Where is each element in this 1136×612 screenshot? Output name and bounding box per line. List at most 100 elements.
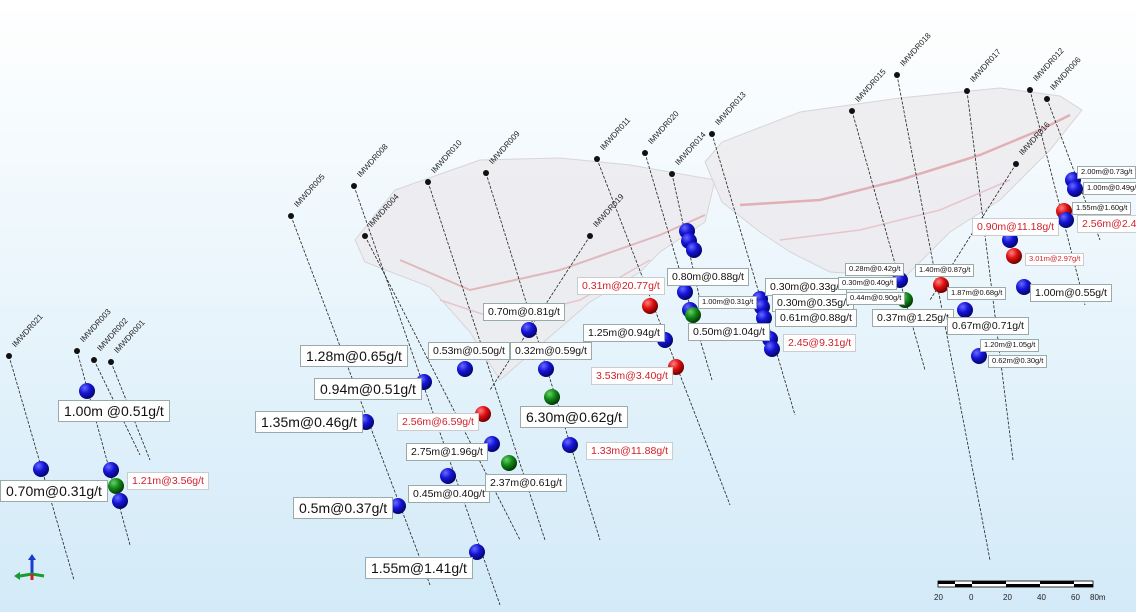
low-grade-intercept-sphere[interactable] [971, 348, 987, 364]
scale-bar [937, 580, 1094, 588]
drillhole-trace[interactable] [966, 90, 1014, 461]
intercept-label: 0.50m@1.04g/t [688, 323, 770, 342]
low-grade-intercept-sphere[interactable] [538, 361, 554, 377]
low-grade-intercept-sphere[interactable] [390, 498, 406, 514]
intercept-label: 1.25m@0.94g/t [583, 324, 665, 343]
low-grade-intercept-sphere[interactable] [469, 544, 485, 560]
drillhole-collar[interactable] [642, 150, 648, 156]
low-grade-intercept-sphere[interactable] [1067, 181, 1083, 197]
intercept-label: 0.5m@0.37g/t [293, 497, 394, 520]
high-grade-intercept-sphere[interactable] [933, 277, 949, 293]
drillhole-collar[interactable] [425, 179, 431, 185]
drillhole-trace[interactable] [76, 350, 131, 546]
drillhole-trace[interactable] [8, 355, 75, 581]
scale-tick-label: 60 [1071, 593, 1080, 602]
drillhole-trace[interactable] [93, 359, 141, 456]
low-grade-intercept-sphere[interactable] [440, 468, 456, 484]
drillhole-collar[interactable] [1044, 96, 1050, 102]
drillhole-collar[interactable] [1027, 87, 1033, 93]
drillhole-collar[interactable] [91, 357, 97, 363]
low-grade-intercept-sphere[interactable] [33, 461, 49, 477]
drillhole-collar[interactable] [362, 233, 368, 239]
intercept-label: 0.70m@0.31g/t [0, 480, 108, 503]
drillhole-trace[interactable] [644, 152, 713, 381]
low-grade-intercept-sphere[interactable] [457, 361, 473, 377]
intercept-label: 2.75m@1.96g/t [406, 443, 488, 462]
intercept-label: 1.20m@1.05g/t [980, 339, 1040, 352]
low-grade-intercept-sphere[interactable] [103, 462, 119, 478]
intercept-label: 0.90m@11.18g/t [972, 218, 1060, 237]
intercept-label: 0.44m@0.90g/t [846, 292, 906, 305]
intercept-label: 0.67m@0.71g/t [947, 317, 1029, 336]
drillhole-collar[interactable] [894, 72, 900, 78]
drillhole-trace[interactable] [485, 172, 601, 541]
intercept-label: 0.53m@0.50g/t [428, 342, 510, 361]
drillhole-collar[interactable] [108, 359, 114, 365]
scale-tick-label: 20 [934, 593, 943, 602]
drillhole-collar[interactable] [288, 213, 294, 219]
low-grade-intercept-sphere[interactable] [562, 437, 578, 453]
intercept-label: 0.62m@0.30g/t [988, 355, 1048, 368]
low-grade-intercept-sphere[interactable] [756, 310, 772, 326]
intercept-label: 2.56m@2.49g/t [1077, 215, 1136, 234]
mid-grade-intercept-sphere[interactable] [685, 307, 701, 323]
intercept-label: 1.40m@0.87g/t [915, 264, 975, 277]
low-grade-intercept-sphere[interactable] [79, 383, 95, 399]
intercept-label: 0.37m@1.25g/t [872, 309, 954, 328]
intercept-label: 0.32m@0.59g/t [510, 342, 592, 361]
drillhole-trace[interactable] [110, 361, 151, 461]
low-grade-intercept-sphere[interactable] [484, 436, 500, 452]
drillhole-trace[interactable] [896, 74, 991, 561]
low-grade-intercept-sphere[interactable] [764, 341, 780, 357]
intercept-label: 0.31m@20.77g/t [577, 277, 665, 296]
intercept-label: 2.37m@0.61g/t [485, 474, 567, 493]
drillhole-collar[interactable] [594, 156, 600, 162]
high-grade-intercept-sphere[interactable] [475, 406, 491, 422]
drillhole-collar[interactable] [669, 171, 675, 177]
low-grade-intercept-sphere[interactable] [686, 242, 702, 258]
intercept-label: 1.00m@0.31g/t [698, 296, 758, 309]
drillhole-collar[interactable] [964, 88, 970, 94]
scale-tick-label: 80m [1090, 593, 1106, 602]
drillhole-collar[interactable] [1013, 161, 1019, 167]
drillhole-collar[interactable] [709, 131, 715, 137]
drillhole-collar[interactable] [6, 353, 12, 359]
high-grade-intercept-sphere[interactable] [642, 298, 658, 314]
low-grade-intercept-sphere[interactable] [957, 302, 973, 318]
intercept-label: 2.56m@6.59g/t [397, 413, 479, 432]
drillhole-collar[interactable] [483, 170, 489, 176]
drillhole-trace[interactable] [1029, 89, 1086, 306]
low-grade-intercept-sphere[interactable] [1016, 279, 1032, 295]
drillhole-trace[interactable] [290, 215, 431, 586]
drillhole-trace[interactable] [1046, 98, 1101, 241]
low-grade-intercept-sphere[interactable] [112, 493, 128, 509]
intercept-label: 0.80m@0.88g/t [667, 268, 749, 287]
pit-bench-line [779, 179, 1011, 241]
drillhole-collar[interactable] [849, 108, 855, 114]
intercept-label: 1.28m@0.65g/t [300, 345, 408, 368]
intercept-label: 1.55m@1.60g/t [1072, 202, 1132, 215]
intercept-label: 1.00m @0.51g/t [58, 400, 170, 423]
intercept-label: 0.70m@0.81g/t [483, 303, 565, 322]
axis-triad-icon [14, 554, 45, 580]
drillhole-collar[interactable] [74, 348, 80, 354]
mid-grade-intercept-sphere[interactable] [501, 455, 517, 471]
mid-grade-intercept-sphere[interactable] [108, 478, 124, 494]
low-grade-intercept-sphere[interactable] [1058, 212, 1074, 228]
low-grade-intercept-sphere[interactable] [521, 322, 537, 338]
drillhole-collar[interactable] [351, 183, 357, 189]
drillhole-collar[interactable] [587, 233, 593, 239]
mid-grade-intercept-sphere[interactable] [544, 389, 560, 405]
intercept-label: 1.33m@11.88g/t [586, 442, 674, 461]
intercept-label: 1.55m@1.41g/t [365, 557, 473, 580]
low-grade-intercept-sphere[interactable] [677, 284, 693, 300]
high-grade-intercept-sphere[interactable] [1006, 248, 1022, 264]
intercept-label: 6.30m@0.62g/t [520, 406, 628, 429]
drillhole-trace[interactable] [353, 185, 501, 606]
scale-tick-label: 40 [1037, 593, 1046, 602]
intercept-label: 1.21m@3.56g/t [127, 472, 209, 491]
drillhole-trace[interactable] [711, 133, 796, 416]
intercept-label: 0.30m@0.40g/t [838, 277, 898, 290]
pit-shell-west [354, 157, 716, 381]
